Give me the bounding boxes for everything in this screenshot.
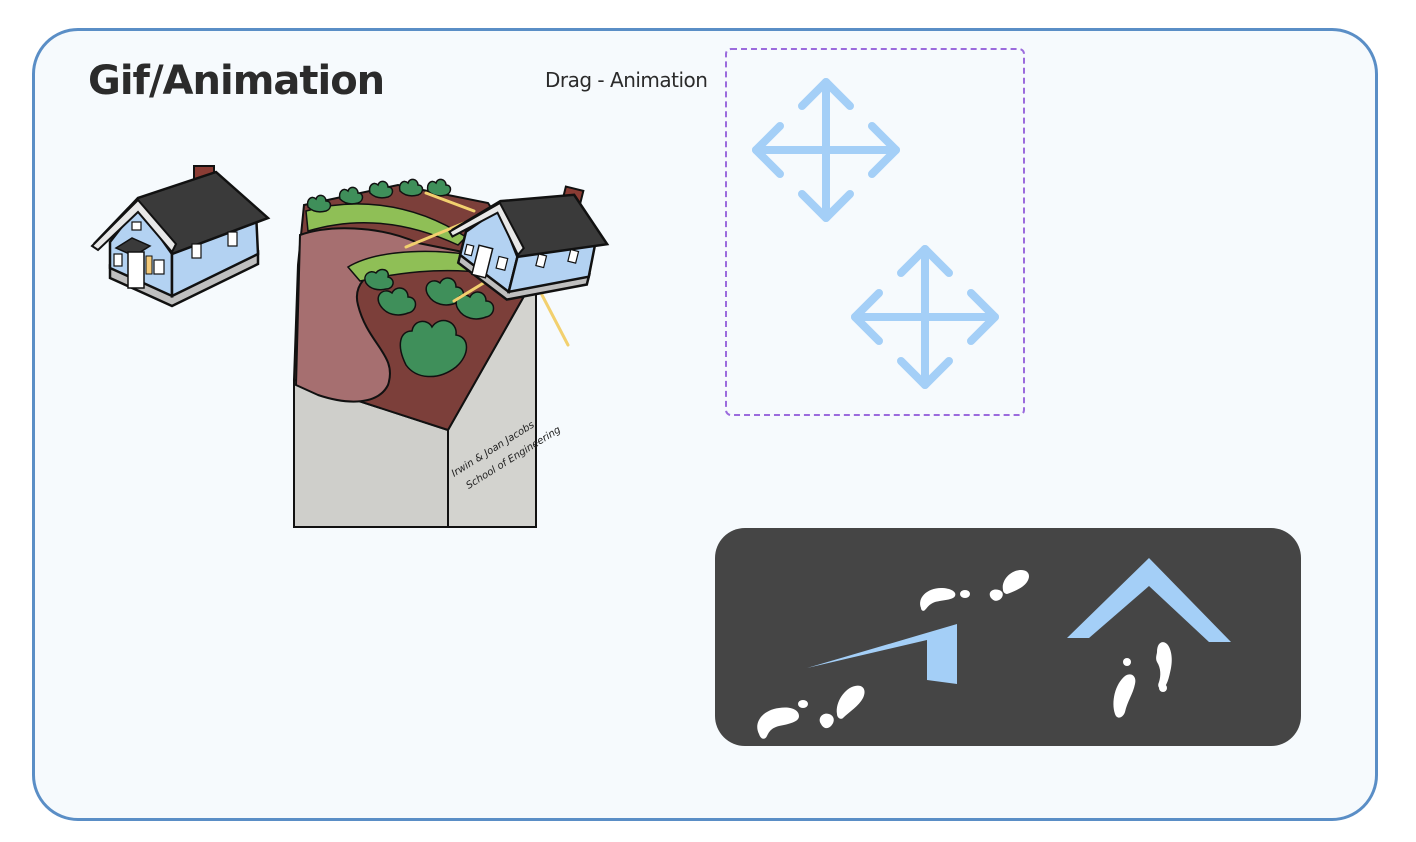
footprints-icon — [757, 570, 1172, 739]
cliff-illustration: Irwin & Joan Jacobs School of Engineerin… — [292, 178, 610, 528]
roof-icon — [1067, 558, 1231, 642]
footsteps-panel — [715, 528, 1301, 746]
drag-animation-label: Drag - Animation — [545, 68, 708, 92]
page-title: Gif/Animation — [88, 58, 385, 104]
move-arrows-icon[interactable] — [750, 76, 902, 224]
move-arrows-icon[interactable] — [849, 243, 1001, 391]
house-illustration — [90, 165, 271, 308]
drag-animation-zone — [725, 48, 1025, 416]
ramp-roof-icon — [807, 624, 957, 684]
footsteps-animation — [757, 558, 1231, 739]
